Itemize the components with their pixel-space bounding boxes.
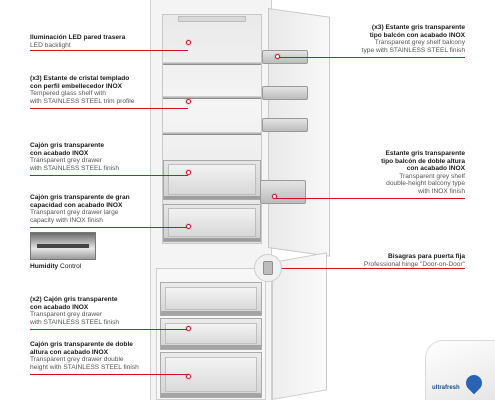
led-panel	[178, 16, 246, 22]
freezer-drawer	[160, 282, 262, 316]
fridge-door	[268, 8, 330, 257]
glass-shelf	[163, 96, 261, 99]
glass-shelf	[163, 62, 261, 65]
label-glass-shelf: (x3) Estante de cristal templado con per…	[30, 75, 135, 105]
leader-line	[30, 108, 188, 109]
label-double-drawer: Cajón gris transparente de doble altura …	[30, 341, 139, 371]
label-humidity: Humidity Control	[30, 263, 82, 270]
leader-line	[30, 227, 188, 228]
ultrafresh-logo-text: ultrafresh	[432, 385, 460, 391]
leader-line	[30, 374, 188, 375]
label-balcony: (x3) Estante gris transparente tipo balc…	[361, 24, 465, 54]
marker-dot	[186, 40, 191, 45]
label-drawer: Cajón gris transparente con acabado INOX…	[30, 142, 120, 172]
freezer-drawer	[160, 318, 262, 350]
hinge-icon	[263, 261, 273, 275]
leader-line	[276, 198, 465, 199]
marker-dot	[186, 170, 191, 175]
humidity-control-image	[30, 232, 96, 260]
double-height-drawer	[160, 352, 262, 398]
marker-dot	[186, 99, 191, 104]
leaf-icon	[462, 371, 486, 395]
fridge-drawer	[163, 160, 261, 200]
leader-line	[30, 50, 188, 51]
large-drawer	[163, 204, 261, 242]
leader-line	[282, 268, 465, 269]
marker-dot	[272, 194, 277, 199]
label-freezer-drawer: (x2) Cajón gris transparente con acabado…	[30, 296, 120, 326]
label-led: Iluminación LED pared trasera LED backli…	[30, 34, 126, 49]
leader-line	[30, 175, 188, 176]
hinge-detail	[254, 254, 282, 282]
door-balcony	[262, 86, 308, 100]
ultrafresh-badge: ultrafresh	[425, 340, 495, 400]
double-height-balcony	[260, 180, 306, 204]
marker-dot	[186, 326, 191, 331]
label-double-balcony: Estante gris transparente tipo balcón de…	[381, 150, 465, 195]
leader-line	[30, 329, 188, 330]
label-hinge: Bisagras para puerta fija Professional h…	[363, 253, 465, 268]
leader-line	[278, 57, 465, 58]
marker-dot	[186, 224, 191, 229]
label-large-drawer: Cajón gris transparente de gran capacida…	[30, 194, 130, 224]
marker-dot	[275, 54, 280, 59]
door-balcony	[262, 118, 308, 132]
marker-dot	[186, 374, 191, 379]
glass-shelf	[163, 132, 261, 135]
